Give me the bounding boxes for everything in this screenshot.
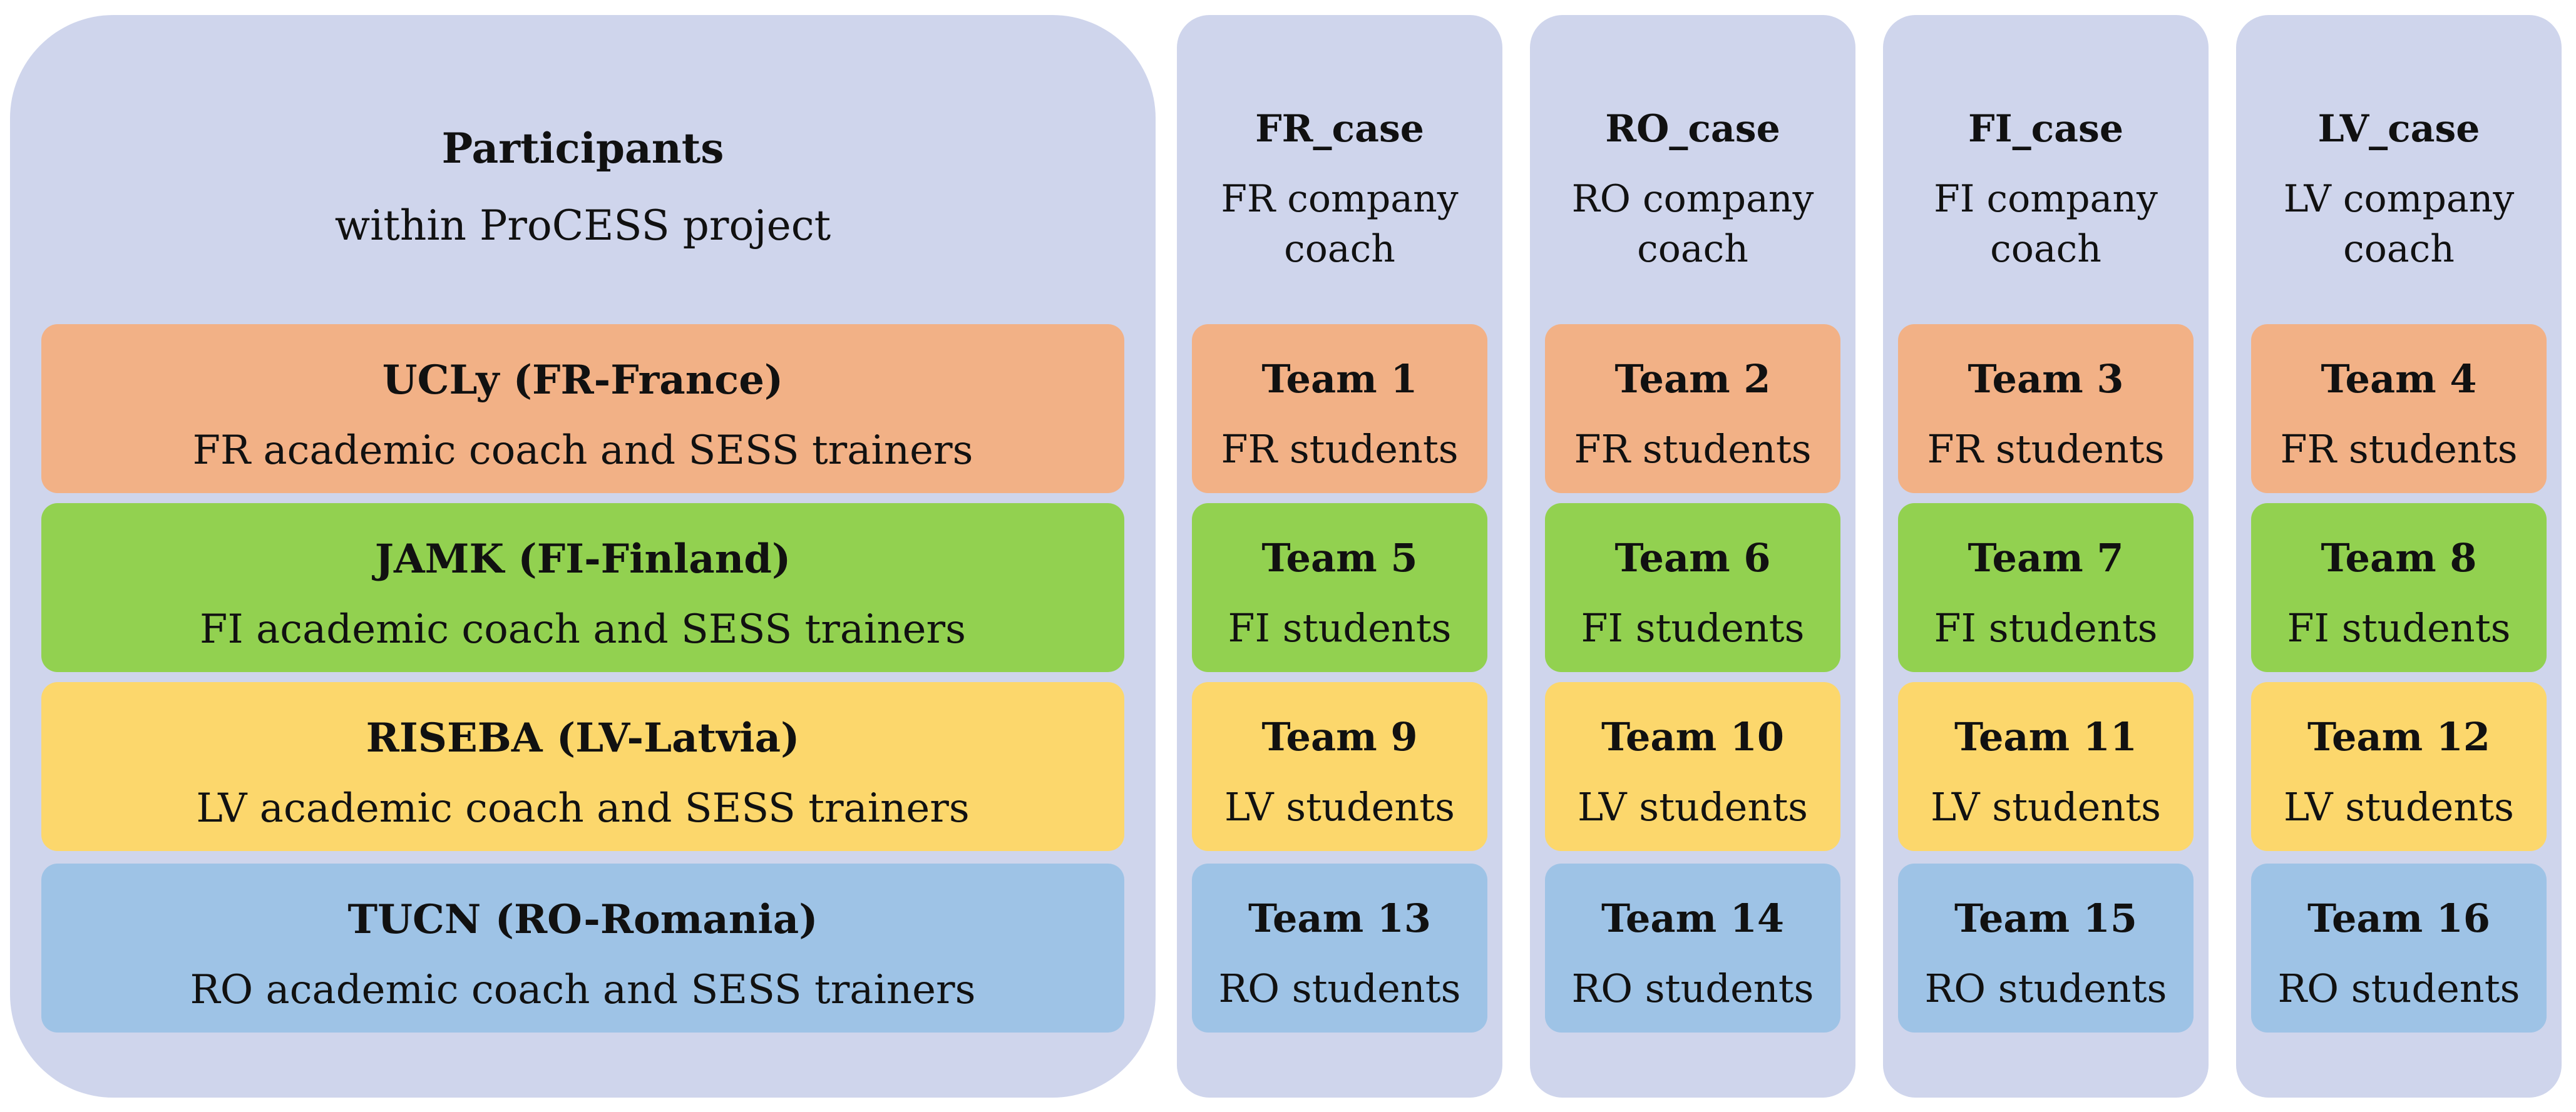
team-name: Team 9 bbox=[1261, 714, 1418, 760]
team-students: FR students bbox=[1927, 426, 2165, 472]
team-box-3: Team 3 FR students bbox=[1898, 324, 2194, 493]
team-name: Team 5 bbox=[1261, 535, 1418, 581]
case-coach: FI company coach bbox=[1934, 177, 2158, 271]
team-students: LV students bbox=[1930, 784, 2161, 830]
participants-panel: Participants within ProCESS project UCLy… bbox=[10, 15, 1156, 1098]
team-students: RO students bbox=[1218, 966, 1461, 1011]
case-coach: LV company coach bbox=[2283, 177, 2515, 271]
team-students: RO students bbox=[2277, 966, 2520, 1011]
institution-box-ucly: UCLy (FR-France) FR academic coach and S… bbox=[41, 324, 1124, 493]
team-name: Team 16 bbox=[2307, 895, 2491, 941]
institution-name: UCLy (FR-France) bbox=[382, 357, 784, 404]
case-panel-fi: FI_case FI company coach Team 3 FR stude… bbox=[1883, 15, 2209, 1098]
team-box-8: Team 8 FI students bbox=[2251, 503, 2547, 672]
institution-name: TUCN (RO-Romania) bbox=[347, 896, 818, 943]
team-box-7: Team 7 FI students bbox=[1898, 503, 2194, 672]
institution-description: FR academic coach and SESS trainers bbox=[192, 427, 973, 474]
institution-box-tucn: TUCN (RO-Romania) RO academic coach and … bbox=[41, 864, 1124, 1033]
team-box-13: Team 13 RO students bbox=[1192, 864, 1487, 1033]
institution-description: FI academic coach and SESS trainers bbox=[200, 606, 966, 653]
case-panel-fr: FR_case FR company coach Team 1 FR stude… bbox=[1177, 15, 1502, 1098]
team-name: Team 7 bbox=[1968, 535, 2124, 581]
team-box-5: Team 5 FI students bbox=[1192, 503, 1487, 672]
team-name: Team 12 bbox=[2307, 714, 2491, 760]
team-name: Team 6 bbox=[1614, 535, 1771, 581]
team-name: Team 3 bbox=[1968, 356, 2124, 402]
case-title: LV_case bbox=[2317, 107, 2480, 151]
team-name: Team 14 bbox=[1601, 895, 1785, 941]
institution-description: RO academic coach and SESS trainers bbox=[190, 967, 976, 1013]
team-box-2: Team 2 FR students bbox=[1545, 324, 1840, 493]
case-coach: FR company coach bbox=[1221, 177, 1459, 271]
case-panel-lv: LV_case LV company coach Team 4 FR stude… bbox=[2236, 15, 2562, 1098]
team-students: FR students bbox=[1221, 426, 1459, 472]
participants-title: Participants bbox=[441, 124, 724, 173]
team-name: Team 4 bbox=[2321, 356, 2477, 402]
team-students: FI students bbox=[1934, 605, 2158, 651]
team-students: LV students bbox=[1224, 784, 1455, 830]
participants-subtitle: within ProCESS project bbox=[334, 201, 831, 250]
case-title: RO_case bbox=[1605, 107, 1780, 151]
team-students: LV students bbox=[2283, 784, 2514, 830]
case-coach: RO company coach bbox=[1571, 177, 1814, 271]
team-students: FI students bbox=[1228, 605, 1452, 651]
team-name: Team 13 bbox=[1248, 895, 1432, 941]
team-name: Team 11 bbox=[1954, 714, 2138, 760]
case-title: FI_case bbox=[1968, 107, 2124, 151]
team-name: Team 2 bbox=[1614, 356, 1771, 402]
team-box-6: Team 6 FI students bbox=[1545, 503, 1840, 672]
team-box-1: Team 1 FR students bbox=[1192, 324, 1487, 493]
case-panel-ro: RO_case RO company coach Team 2 FR stude… bbox=[1530, 15, 1855, 1098]
institution-box-jamk: JAMK (FI-Finland) FI academic coach and … bbox=[41, 503, 1124, 672]
team-students: FR students bbox=[2280, 426, 2518, 472]
team-name: Team 10 bbox=[1601, 714, 1785, 760]
team-students: FI students bbox=[1581, 605, 1805, 651]
institution-name: RISEBA (LV-Latvia) bbox=[366, 715, 800, 762]
team-box-11: Team 11 LV students bbox=[1898, 682, 2194, 851]
team-students: FR students bbox=[1574, 426, 1812, 472]
institution-description: LV academic coach and SESS trainers bbox=[196, 785, 970, 832]
team-box-10: Team 10 LV students bbox=[1545, 682, 1840, 851]
institution-name: JAMK (FI-Finland) bbox=[374, 536, 791, 583]
institution-box-riseba: RISEBA (LV-Latvia) LV academic coach and… bbox=[41, 682, 1124, 851]
team-name: Team 1 bbox=[1261, 356, 1418, 402]
team-students: RO students bbox=[1924, 966, 2167, 1011]
team-box-16: Team 16 RO students bbox=[2251, 864, 2547, 1033]
team-box-12: Team 12 LV students bbox=[2251, 682, 2547, 851]
team-name: Team 8 bbox=[2321, 535, 2477, 581]
team-students: FI students bbox=[2287, 605, 2511, 651]
case-title: FR_case bbox=[1255, 107, 1424, 151]
team-box-4: Team 4 FR students bbox=[2251, 324, 2547, 493]
team-name: Team 15 bbox=[1954, 895, 2138, 941]
team-box-14: Team 14 RO students bbox=[1545, 864, 1840, 1033]
team-box-9: Team 9 LV students bbox=[1192, 682, 1487, 851]
team-students: RO students bbox=[1571, 966, 1814, 1011]
team-students: LV students bbox=[1577, 784, 1808, 830]
team-box-15: Team 15 RO students bbox=[1898, 864, 2194, 1033]
